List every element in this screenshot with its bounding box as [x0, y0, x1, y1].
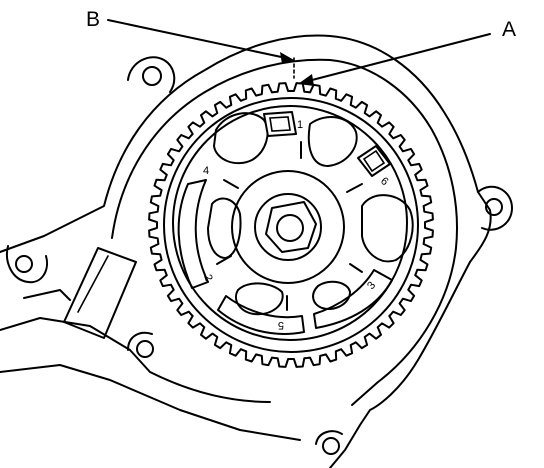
- segment-mark-6: 6: [378, 175, 390, 188]
- web-hole-top-left: [213, 112, 269, 165]
- housing-base-flange: [0, 364, 301, 441]
- segment-mark-1: 1: [297, 119, 303, 131]
- hub-bolt-hex: [265, 201, 317, 253]
- reluctor-segments: [177, 111, 393, 335]
- leader-a-arrowhead: [298, 74, 314, 86]
- web-hole-left: [207, 197, 242, 259]
- boss-right: [477, 185, 513, 231]
- housing-pad-left: [63, 247, 137, 339]
- web-hole-bottom-left: [235, 282, 284, 316]
- segment-square-top: [263, 111, 297, 137]
- leader-b-arrowhead: [280, 52, 294, 64]
- callout-leaders: [107, 19, 491, 86]
- timing-belt-teeth: [148, 82, 434, 368]
- segment-mark-3: 3: [365, 280, 378, 292]
- housing-flange-edge: [23, 289, 71, 301]
- hub-outer-boss: [231, 170, 345, 284]
- hub-bolt-center: [276, 214, 304, 242]
- housing-inner-outline: [111, 58, 458, 406]
- segment-left-arc: [177, 179, 209, 289]
- sprocket-root-ring: [163, 97, 419, 353]
- hub-washer: [254, 193, 322, 261]
- tick-4: [223, 179, 239, 189]
- sprocket-hub-plate: [172, 105, 408, 341]
- tick-6: [346, 183, 363, 193]
- segment-mark-2: 2: [201, 273, 214, 283]
- boss-bottom-left: [127, 331, 154, 358]
- callout-label-b: B: [86, 8, 100, 31]
- tick-2: [216, 255, 232, 265]
- leader-b: [107, 19, 287, 59]
- segment-bottom-arc: [217, 295, 305, 335]
- boss-left: [6, 245, 48, 284]
- housing-pad-ridge: [77, 255, 109, 313]
- callout-label-a: A: [502, 18, 516, 41]
- sprocket-tick-marks: [216, 141, 363, 311]
- web-hole-right: [361, 194, 414, 263]
- boss-bottom-right: [315, 430, 343, 455]
- center-hub: [231, 170, 345, 284]
- tick-3: [349, 263, 363, 273]
- housing-lower-edge: [0, 317, 271, 403]
- web-hole-bottom-right: [312, 280, 351, 310]
- mounting-bosses: [6, 56, 513, 455]
- segment-mark-5: 5: [278, 319, 284, 331]
- segment-bottom-right-arc: [313, 269, 393, 329]
- housing-outer-outline: [0, 34, 492, 468]
- leader-a: [311, 33, 491, 81]
- segment-mark-4: 4: [203, 165, 209, 177]
- boss-top-left: [127, 56, 176, 93]
- segment-square-right: [357, 145, 391, 177]
- web-hole-top-right: [307, 116, 358, 167]
- engine-housing: [0, 34, 492, 468]
